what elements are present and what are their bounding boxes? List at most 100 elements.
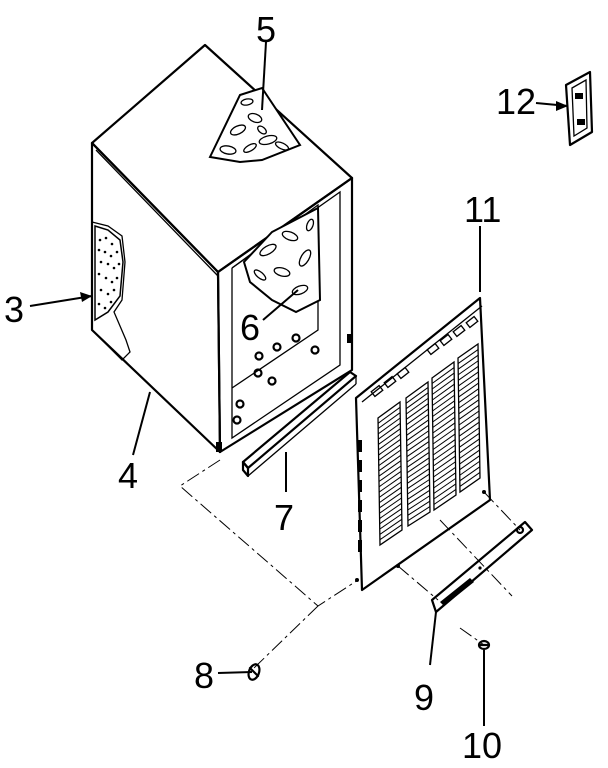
louver-slat (459, 438, 480, 454)
louver-slat (406, 403, 429, 420)
louver-slat (378, 422, 401, 440)
louver-slat (406, 446, 430, 463)
louver-slat (459, 444, 480, 459)
top-insulation (208, 86, 302, 164)
mounting-rail (241, 370, 358, 478)
louver-slat (378, 428, 401, 445)
callout-7: 7 (274, 497, 294, 538)
louver-slat (407, 506, 431, 522)
louver-slat (405, 397, 429, 415)
louver-slat (406, 452, 430, 468)
louver-slat (377, 417, 401, 435)
callout-3: 3 (4, 289, 24, 330)
louver-slat (379, 508, 402, 525)
callout-9: 9 (414, 677, 434, 718)
louver-slat (432, 428, 456, 445)
callout-10: 10 (462, 725, 502, 766)
louver-slat (378, 481, 402, 498)
louver-slat (432, 400, 455, 417)
leader-lines (29, 41, 569, 726)
louver-slat (457, 349, 479, 364)
louver-slat (459, 449, 480, 465)
louver-slat (379, 524, 403, 541)
louver-slat (406, 419, 429, 436)
louver-slat (406, 441, 430, 458)
louver-slat (407, 489, 430, 506)
louver-slat (407, 495, 431, 511)
callout-4: 4 (118, 455, 138, 496)
inner-insulation (242, 206, 322, 314)
louver-slat (458, 405, 480, 420)
callout-5: 5 (256, 9, 276, 50)
louver-slat (458, 371, 479, 387)
louver-slat (431, 367, 455, 384)
callout-labels: 3 4 5 6 7 8 9 10 11 12 (4, 9, 536, 766)
louver-slat (406, 457, 430, 474)
louver-slat (379, 502, 402, 519)
louver-slat (432, 439, 456, 456)
louver-slat (406, 414, 429, 431)
louver-slat (433, 461, 456, 478)
louver-slat (379, 518, 403, 535)
louver-slat (433, 455, 456, 472)
louver-slat (378, 438, 401, 456)
grille-louvers (377, 342, 481, 547)
louver-slat (459, 472, 481, 487)
louver-slat (378, 444, 401, 461)
callout-11: 11 (464, 189, 501, 230)
louver-slat (406, 430, 430, 447)
louver-slat (432, 411, 456, 428)
louver-slat (458, 427, 480, 443)
louver-slat (377, 406, 401, 424)
louver-slat (405, 387, 429, 404)
louver-slat (457, 360, 479, 376)
louver-slat (378, 449, 402, 467)
louver-slat (378, 465, 402, 482)
louver-slat (405, 392, 429, 410)
louver-slat (407, 500, 431, 516)
louver-slat (459, 455, 480, 471)
assembly-lines (179, 459, 521, 669)
louver-slat (406, 408, 429, 426)
louver-slat (406, 462, 430, 479)
louver-slat (379, 492, 402, 509)
louver-slat (458, 365, 479, 381)
louver-slat (432, 444, 456, 461)
louver-slat (378, 476, 402, 493)
louver-slat (458, 421, 480, 437)
louver-slat (457, 354, 479, 370)
louver-slat (407, 473, 430, 490)
louver-slat (459, 432, 480, 448)
louver-slat (378, 460, 402, 477)
louver-slat (458, 388, 479, 404)
louver-slat (433, 477, 457, 494)
louver-slat (432, 433, 456, 450)
louver-slat (379, 497, 402, 514)
louver-slat (432, 417, 456, 434)
louver-slat (458, 416, 480, 431)
louver-slat (458, 410, 480, 426)
louver-slat (431, 372, 455, 390)
louver-slat (379, 486, 402, 504)
side-insulation (94, 224, 124, 322)
louver-slat (432, 394, 455, 412)
louver-slat (458, 377, 479, 392)
nameplate (430, 520, 534, 614)
front-grille (354, 296, 492, 592)
louver-slat (433, 483, 457, 500)
louver-slat (458, 399, 480, 415)
louver-slat (407, 484, 430, 500)
louver-slat (406, 424, 429, 442)
louver-slat (433, 472, 456, 489)
louver-slat (459, 460, 481, 476)
louver-slat (406, 435, 430, 452)
louver-slat (458, 382, 479, 398)
control-knob-plate (564, 70, 594, 147)
callout-6: 6 (240, 307, 260, 348)
louver-slat (433, 450, 456, 467)
louver-slat (458, 393, 480, 409)
callout-12: 12 (496, 81, 536, 122)
louver-slat (432, 389, 455, 406)
louver-slat (378, 454, 402, 472)
